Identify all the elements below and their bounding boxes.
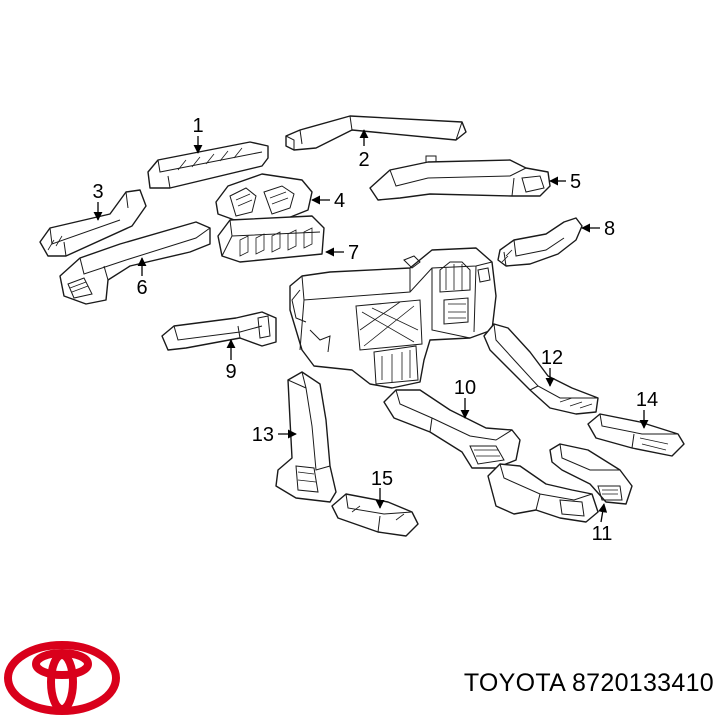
callout-15: 15 (371, 468, 393, 490)
callout-1: 1 (192, 115, 203, 137)
part-11-duct[interactable] (487, 443, 633, 523)
callout-4: 4 (334, 190, 345, 212)
callout-5: 5 (570, 171, 581, 193)
callout-9: 9 (225, 361, 236, 383)
part-12-duct[interactable] (483, 323, 599, 415)
callout-10: 10 (454, 377, 476, 399)
part-1-duct[interactable] (147, 141, 269, 189)
part-5-duct[interactable] (369, 155, 551, 201)
part-4-vent-housing[interactable] (215, 173, 313, 223)
callout-11: 11 (592, 523, 613, 545)
part-6-duct[interactable] (59, 221, 211, 305)
callout-7: 7 (348, 242, 359, 264)
part-2-duct[interactable] (285, 115, 467, 151)
callout-8: 8 (604, 218, 615, 240)
toyota-logo-icon (4, 641, 120, 715)
part-3-duct[interactable] (39, 189, 147, 257)
callout-13: 13 (252, 424, 274, 446)
callout-12: 12 (541, 347, 563, 369)
part-8-duct[interactable] (497, 217, 583, 267)
part-15-duct[interactable] (331, 493, 419, 537)
part-number-caption: TOYOTA 8720133410 (463, 669, 714, 697)
part-9-duct[interactable] (161, 311, 277, 351)
callout-2: 2 (358, 149, 369, 171)
part-13-duct[interactable] (275, 371, 337, 503)
callout-6: 6 (136, 277, 147, 299)
callout-labels: 1 2 3 4 5 6 7 8 9 10 11 12 13 14 15 (92, 115, 658, 545)
part-7-vent-grille[interactable] (217, 215, 325, 263)
part-10-duct[interactable] (383, 389, 521, 469)
hvac-main-unit[interactable] (289, 247, 497, 389)
leader-lines (93, 129, 649, 523)
callout-3: 3 (92, 181, 103, 203)
part-14-duct[interactable] (587, 413, 685, 457)
callout-14: 14 (636, 389, 658, 411)
